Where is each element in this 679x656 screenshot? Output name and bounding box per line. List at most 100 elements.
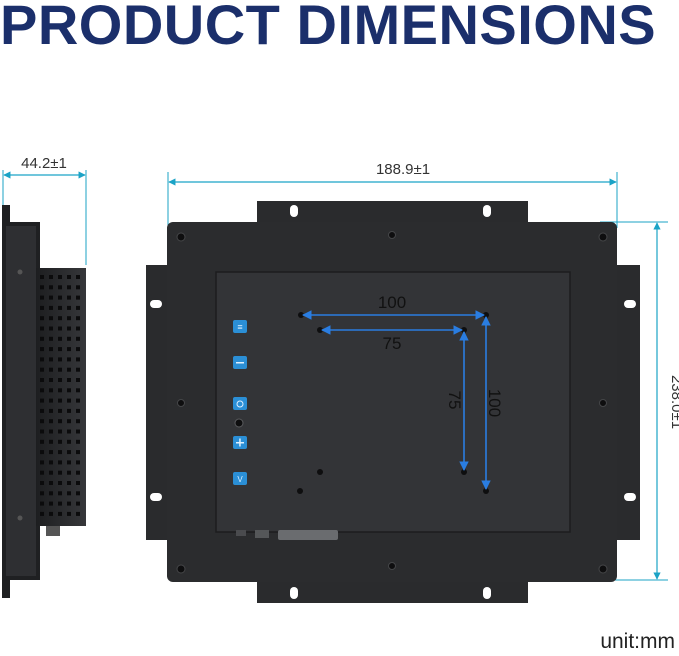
vent-hole — [67, 388, 71, 393]
vesa-inner-h-label: 75 — [383, 334, 402, 353]
vent-hole — [76, 481, 80, 485]
vent-hole — [58, 470, 62, 475]
height-label: 238.0±1 — [668, 375, 679, 429]
vent-hole — [58, 378, 62, 382]
vent-hole — [67, 419, 71, 424]
vent-hole — [40, 357, 44, 362]
plate-screws — [176, 231, 608, 574]
power-icon — [233, 397, 247, 410]
vent-hole — [58, 460, 62, 465]
vent-hole — [67, 275, 71, 279]
vent-hole — [67, 285, 71, 290]
vent-hole — [58, 326, 62, 331]
depth-label: 44.2±1 — [21, 155, 67, 172]
vent-hole — [58, 275, 62, 279]
vent-hole — [67, 357, 71, 362]
vent-hole — [58, 419, 62, 424]
vent-hole — [67, 367, 71, 372]
vent-hole — [76, 511, 80, 516]
unit-label: unit:mm — [600, 630, 675, 653]
hole — [297, 488, 303, 494]
vent-hole — [49, 460, 53, 465]
vent-hole — [49, 511, 53, 516]
vent-hole — [67, 511, 71, 516]
vent-hole — [58, 439, 62, 444]
vent-hole — [58, 501, 62, 506]
vent-hole — [76, 429, 80, 434]
vent-hole — [40, 316, 44, 321]
front-view: 188.9±1 238.0±1 — [146, 161, 679, 603]
vent-hole — [76, 347, 80, 352]
vent-hole — [49, 316, 53, 321]
vent-hole — [58, 316, 62, 321]
vent-hole — [76, 357, 80, 362]
vent-hole — [40, 275, 44, 279]
vent-hole — [58, 429, 62, 434]
vent-hole — [58, 450, 62, 455]
vent-hole — [40, 439, 44, 444]
osd-buttons: ≡ V — [233, 320, 247, 485]
vent-hole — [49, 501, 53, 506]
vesa-outer-v-label: 100 — [485, 389, 504, 417]
vent-hole — [40, 501, 44, 506]
vent-hole — [58, 481, 62, 485]
vent-hole — [40, 388, 44, 393]
vent-hole — [49, 398, 53, 403]
vent-hole — [49, 388, 53, 393]
vent-hole — [67, 408, 71, 413]
vent-hole — [67, 347, 71, 352]
vent-hole — [58, 398, 62, 403]
vent-hole — [58, 511, 62, 516]
vent-hole — [67, 336, 71, 341]
vent-hole — [58, 305, 62, 310]
vent-hole — [67, 470, 71, 475]
vent-hole — [58, 295, 62, 300]
vent-hole — [40, 429, 44, 434]
vent-hole — [58, 357, 62, 362]
vesa-outer-h-label: 100 — [378, 293, 406, 312]
vent-hole — [40, 305, 44, 310]
vent-hole — [67, 326, 71, 331]
vent-grid — [40, 275, 80, 516]
vent-hole — [76, 398, 80, 403]
vent-hole — [49, 295, 53, 300]
vent-hole — [58, 388, 62, 393]
vent-hole — [58, 336, 62, 341]
vent-hole — [67, 398, 71, 403]
vent-hole — [40, 326, 44, 331]
vent-hole — [67, 481, 71, 485]
vent-hole — [67, 429, 71, 434]
vent-hole — [40, 347, 44, 352]
vent-hole — [49, 419, 53, 424]
vent-hole — [76, 285, 80, 290]
vga-port — [278, 530, 338, 540]
width-label: 188.9±1 — [376, 161, 430, 178]
vent-hole — [76, 460, 80, 465]
vent-hole — [40, 450, 44, 455]
vent-hole — [76, 450, 80, 455]
vent-hole — [49, 408, 53, 413]
vent-hole — [58, 408, 62, 413]
hole — [317, 469, 323, 475]
vent-hole — [40, 295, 44, 300]
vent-hole — [76, 408, 80, 413]
vent-hole — [49, 470, 53, 475]
vent-hole — [40, 367, 44, 372]
vent-hole — [49, 275, 53, 279]
power-led — [234, 418, 244, 428]
vent-hole — [49, 481, 53, 485]
vent-hole — [49, 450, 53, 455]
vent-hole — [40, 398, 44, 403]
vent-hole — [49, 491, 53, 496]
vent-hole — [49, 439, 53, 444]
page-title: PRODUCT DIMENSIONS — [0, 0, 657, 56]
vent-hole — [40, 336, 44, 341]
vent-hole — [76, 326, 80, 331]
vent-hole — [67, 316, 71, 321]
vent-hole — [67, 295, 71, 300]
vent-hole — [67, 501, 71, 506]
svg-text:≡: ≡ — [237, 322, 242, 332]
vent-hole — [76, 275, 80, 279]
vent-hole — [49, 305, 53, 310]
vent-hole — [76, 378, 80, 382]
